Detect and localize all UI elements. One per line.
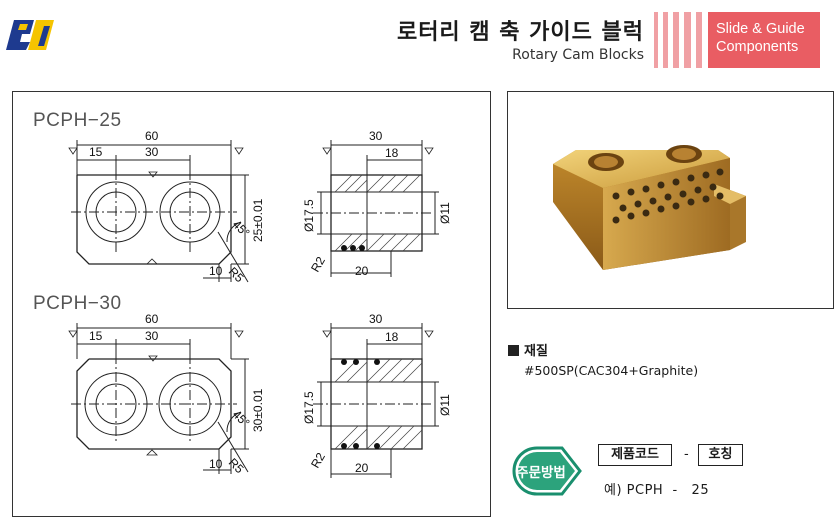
dim-side-length: 30 (369, 312, 383, 326)
dim-length: 60 (145, 312, 159, 326)
material-value: #500SP(CAC304+Graphite) (524, 363, 699, 378)
category-badge: Slide & Guide Components (708, 12, 820, 68)
dim-edge: 10 (209, 264, 223, 278)
company-logo-icon (6, 20, 54, 50)
header-stripes (652, 12, 702, 68)
model-name-pcph30: PCPH−30 (33, 293, 122, 314)
dim-counterbore-depth: 18 (385, 330, 399, 344)
dim-counterbore-depth: 18 (385, 146, 399, 160)
badge-line-1: Slide & Guide (716, 21, 805, 37)
dim-hole-dia: Ø11 (438, 202, 452, 224)
dim-bore-dia: Ø17.5 (302, 391, 316, 424)
badge-line-2: Components (716, 39, 799, 55)
pcph25-front-view (71, 140, 249, 283)
material-heading: 재질 (508, 340, 548, 359)
dim-depth: 20 (355, 461, 369, 475)
product-code-box: 제품코드 (598, 444, 672, 466)
technical-drawing-panel: PCPH−25 60 15 30 25±0.01 45° 10 R5 30 18… (12, 91, 491, 517)
dim-depth: 20 (355, 264, 369, 278)
model-name-pcph25: PCPH−25 (33, 110, 122, 131)
page-subtitle: Rotary Cam Blocks (512, 47, 644, 63)
dim-side: 15 (89, 329, 103, 343)
dim-height: 30±0.01 (251, 388, 265, 432)
material-heading-label: 재질 (524, 344, 548, 359)
dim-pitch: 30 (145, 329, 159, 343)
order-example: 예) PCPH - 25 (604, 483, 710, 498)
square-bullet-icon (508, 345, 519, 356)
brass-block-photo-icon (553, 145, 746, 270)
designation-box: 호칭 (698, 444, 743, 466)
order-separator: - (684, 447, 689, 462)
drawing-linework (68, 140, 439, 478)
dim-length: 60 (145, 129, 159, 143)
dim-hole-dia: Ø11 (438, 394, 452, 416)
dim-edge: 10 (209, 457, 223, 471)
product-photo (507, 91, 834, 309)
pcph25-side-view (313, 140, 439, 277)
pcph30-side-view (313, 323, 439, 478)
order-method-arrow-icon (512, 446, 582, 496)
dim-bore-dia: Ø17.5 (302, 199, 316, 232)
dim-side-length: 30 (369, 129, 383, 143)
order-method-label: 주문방법 (516, 465, 566, 481)
page-title: 로터리 캠 축 가이드 블럭 (396, 20, 644, 45)
dim-side: 15 (89, 145, 103, 159)
dim-pitch: 30 (145, 145, 159, 159)
dim-height: 25±0.01 (251, 198, 265, 242)
pcph30-front-view (71, 323, 249, 474)
